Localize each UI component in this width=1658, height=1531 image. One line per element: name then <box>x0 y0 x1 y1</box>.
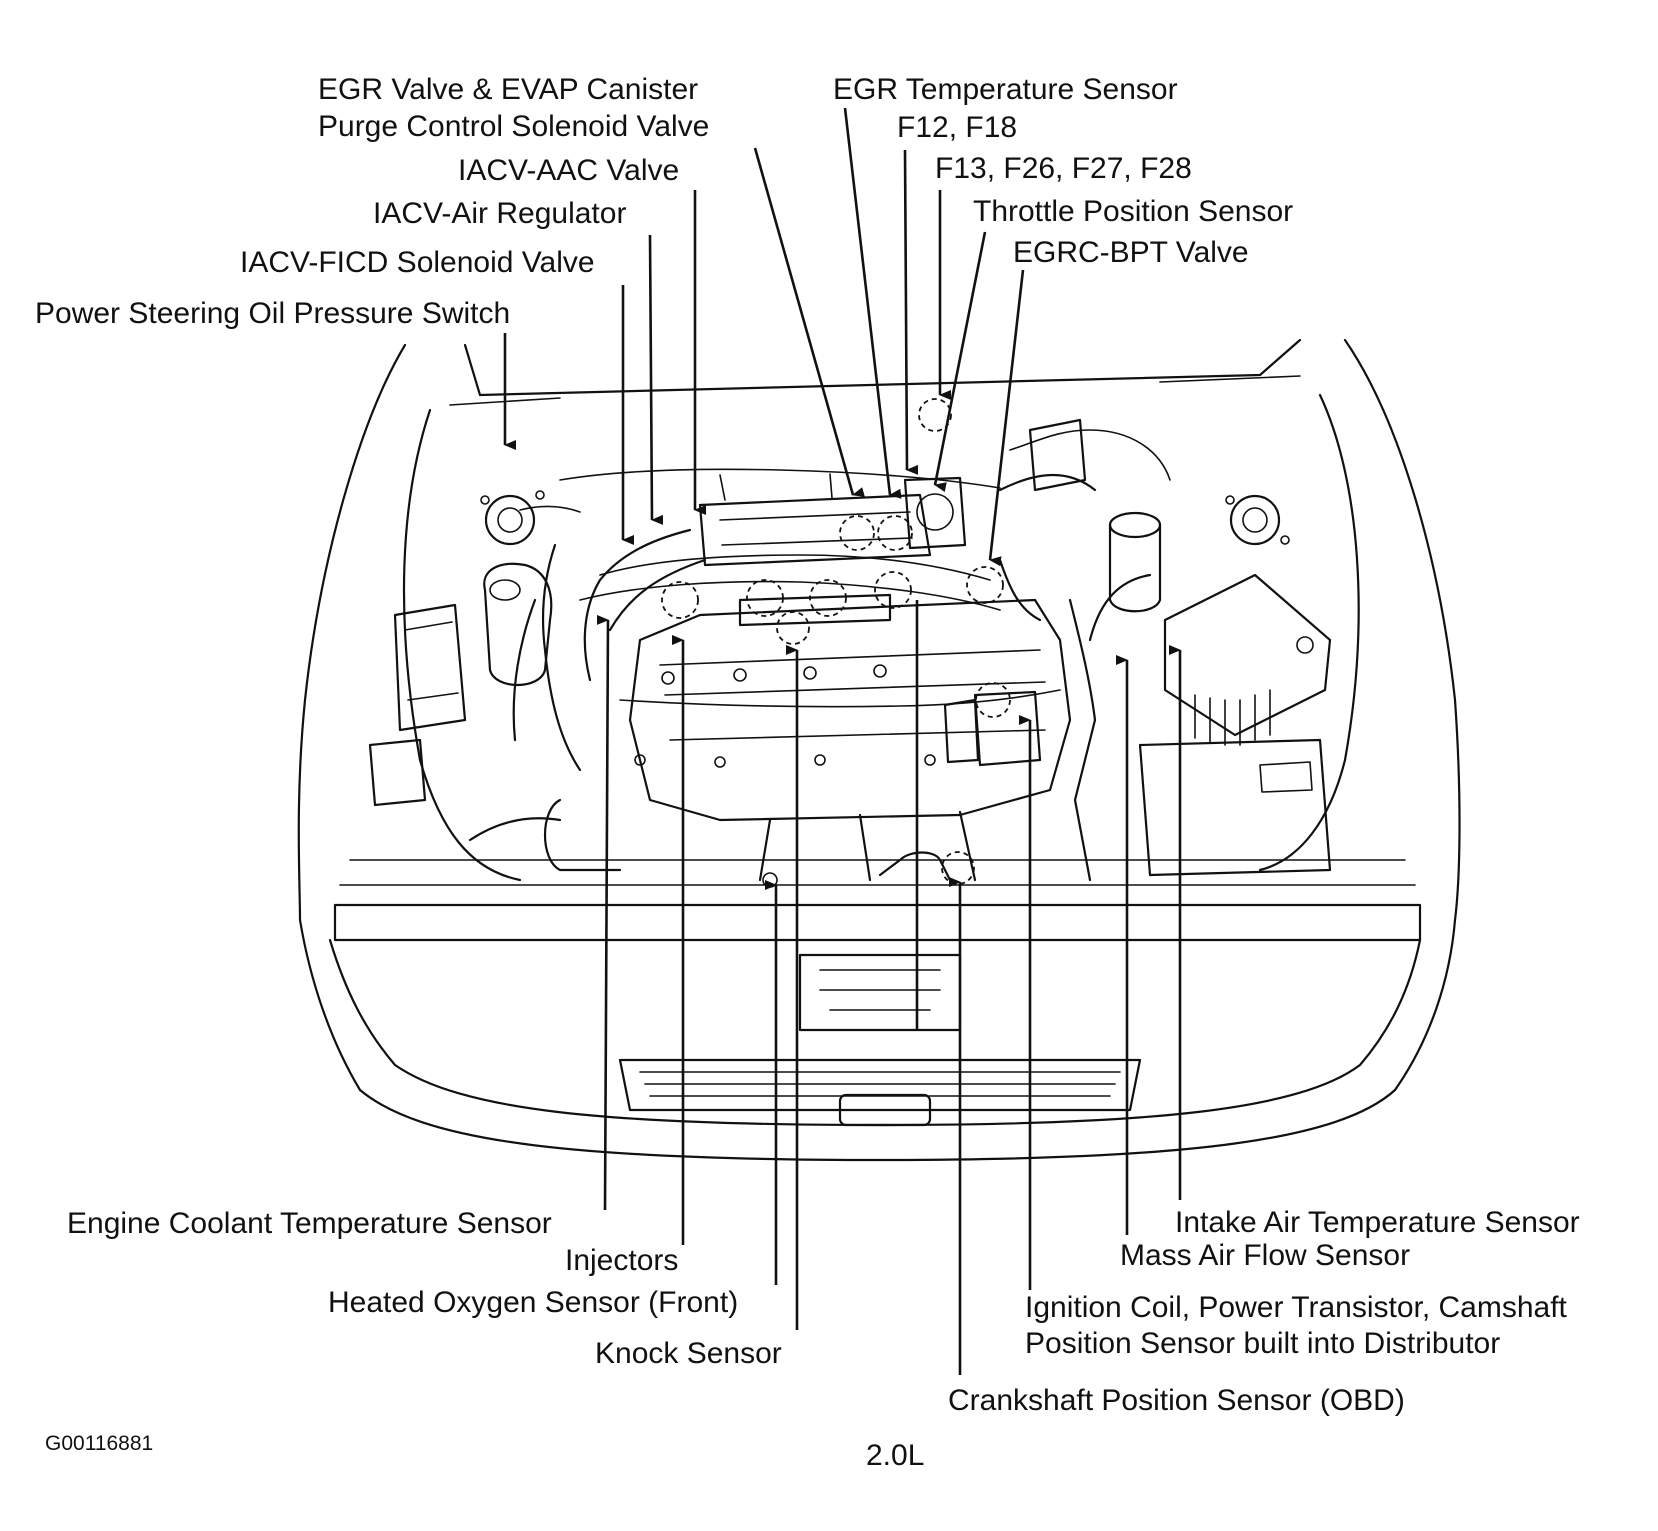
location-circle <box>918 398 952 432</box>
label-ect: Engine Coolant Temperature Sensor <box>67 1207 552 1240</box>
label-iat: Intake Air Temperature Sensor <box>1175 1206 1580 1239</box>
figure-id: G00116881 <box>45 1432 153 1455</box>
location-circle <box>809 579 847 617</box>
label-iacv-aac: IACV-AAC Valve <box>458 154 679 187</box>
leader-throttle-position <box>933 231 987 493</box>
label-throttle-position: Throttle Position Sensor <box>973 195 1293 228</box>
leader-egr-valve <box>753 147 865 497</box>
location-circle <box>966 566 1004 604</box>
leader-lines <box>503 107 1182 1375</box>
label-iacv-air-regulator: IACV-Air Regulator <box>373 197 626 230</box>
label-f12-f18: F12, F18 <box>897 111 1017 144</box>
label-egr-valve-line2: Purge Control Solenoid Valve <box>318 110 709 143</box>
component-location-circles <box>661 398 1011 885</box>
label-iacv-ficd: IACV-FICD Solenoid Valve <box>240 246 595 279</box>
label-egr-temp: EGR Temperature Sensor <box>833 73 1178 106</box>
label-egr-valve-line1: EGR Valve & EVAP Canister <box>318 73 698 106</box>
engine-size-label: 2.0L <box>866 1439 924 1472</box>
location-circle <box>661 581 699 619</box>
label-f13-f28: F13, F26, F27, F28 <box>935 152 1192 185</box>
label-power-steering-switch: Power Steering Oil Pressure Switch <box>35 297 510 330</box>
leader-iacv-air-regulator <box>648 234 664 525</box>
label-ignition-line1: Ignition Coil, Power Transistor, Camshaf… <box>1025 1291 1568 1324</box>
label-ckp: Crankshaft Position Sensor (OBD) <box>948 1384 1405 1417</box>
location-circle <box>776 611 810 645</box>
location-circle <box>746 579 784 617</box>
leader-egr-temp <box>843 107 902 499</box>
label-maf: Mass Air Flow Sensor <box>1120 1239 1410 1272</box>
label-egrc-bpt: EGRC-BPT Valve <box>1013 236 1249 269</box>
leader-f12-f18 <box>903 149 919 475</box>
location-circle <box>941 851 975 885</box>
label-knock-sensor: Knock Sensor <box>595 1337 782 1370</box>
callout-labels: EGR Valve & EVAP Canister Purge Control … <box>35 73 1580 1472</box>
leader-egrc-bpt <box>988 269 1025 567</box>
location-circle <box>839 515 875 551</box>
engine-bay-outline <box>297 338 1461 1162</box>
label-ho2s: Heated Oxygen Sensor (Front) <box>328 1286 738 1319</box>
location-circle <box>874 571 912 609</box>
location-circle <box>975 682 1011 718</box>
label-ignition-line2: Position Sensor built into Distributor <box>1025 1327 1500 1360</box>
location-circle <box>877 515 913 551</box>
leader-ect <box>596 614 610 1211</box>
label-injectors: Injectors <box>565 1244 678 1277</box>
